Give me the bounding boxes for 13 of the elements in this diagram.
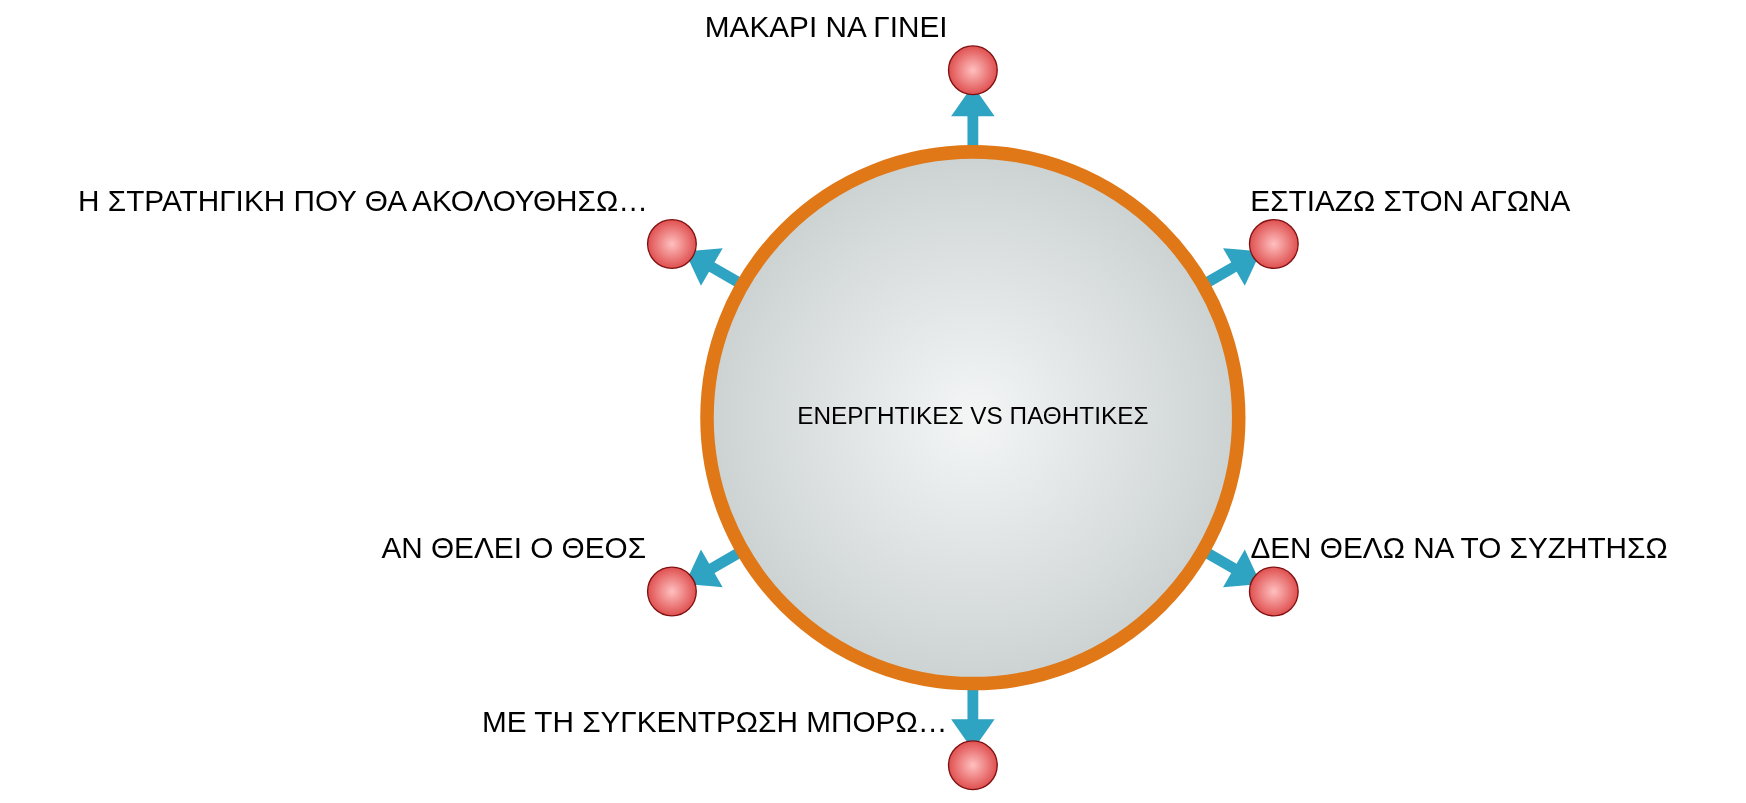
node-circle — [947, 45, 998, 96]
node-label: Η ΣΤΡΑΤΗΓΙΚΗ ΠΟΥ ΘΑ ΑΚΟΛΟΥΘΗΣΩ… — [77, 183, 648, 217]
node-label: ΜΕ ΤΗ ΣΥΓΚΕΝΤΡΩΣΗ ΜΠΟΡΩ… — [481, 705, 947, 739]
node-circle — [646, 218, 697, 269]
node-label: ΑΝ ΘΕΛΕΙ Ο ΘΕΟΣ — [380, 531, 646, 565]
node-label: ΕΣΤΙΑΖΩ ΣΤΟΝ ΑΓΩΝΑ — [1249, 183, 1570, 217]
node-circle — [646, 566, 697, 617]
node-circle — [1248, 218, 1299, 269]
node-circle — [947, 740, 998, 791]
node-circle — [1248, 566, 1299, 617]
node-circle: ΕΝΕΡΓΗΤΙΚΕΣ VS ΠΑΘΗΤΙΚΕΣ — [699, 145, 1245, 691]
node-label: ΜΑΚΑΡΙ ΝΑ ΓΙΝΕΙ — [704, 10, 948, 44]
node-label: ΔΕΝ ΘΕΛΩ ΝΑ ΤΟ ΣΥΖΗΤΗΣΩ — [1249, 531, 1668, 565]
